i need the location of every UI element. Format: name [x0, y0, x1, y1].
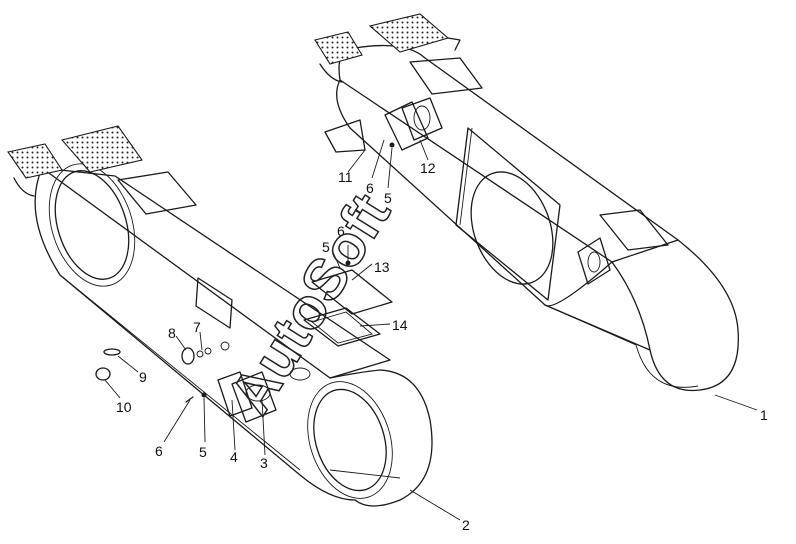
washer-icon [185, 396, 194, 403]
callout-5: 5 [384, 190, 392, 206]
bolt-icon [389, 142, 395, 148]
callout-6: 6 [155, 443, 163, 459]
washer-part-7b [204, 347, 212, 355]
callout-5: 5 [199, 444, 207, 460]
callout-1: 1 [760, 407, 768, 423]
washer-part-7 [196, 350, 204, 358]
bolt-icon [201, 392, 207, 398]
callout-13: 13 [374, 259, 390, 275]
callout-7: 7 [193, 319, 201, 335]
callout-labels: 1 2 3 4 5 5 5 6 6 6 7 8 9 10 11 12 13 14 [116, 160, 768, 533]
left-track-frame [34, 163, 433, 507]
callout-4: 4 [230, 449, 238, 465]
callout-6: 6 [366, 180, 374, 196]
nut-part-7 [220, 341, 230, 351]
gasket-part-4 [217, 371, 253, 417]
callout-14: 14 [392, 317, 408, 333]
callout-8: 8 [168, 325, 176, 341]
callout-2: 2 [462, 517, 470, 533]
leader-lines [104, 139, 758, 521]
plate-part-13 [311, 269, 393, 315]
callout-6: 6 [337, 223, 345, 239]
callout-11: 11 [338, 169, 353, 185]
right-track-tread [314, 13, 461, 83]
callout-9: 9 [139, 369, 147, 385]
ring-part-9 [103, 348, 121, 356]
left-track-tread [7, 125, 143, 197]
callout-5: 5 [322, 239, 330, 255]
cap-part-10 [95, 367, 111, 381]
watermark-text: AutoSoft [218, 183, 403, 425]
gasket-part-14 [303, 307, 381, 347]
right-track-frame [336, 44, 739, 392]
cover-part-3 [231, 371, 277, 423]
bolt-icon [345, 260, 351, 266]
cover-plate-part-12 [384, 97, 443, 151]
callout-3: 3 [260, 455, 268, 471]
callout-12: 12 [420, 160, 436, 176]
callout-10: 10 [116, 399, 132, 415]
plug-part-8 [181, 347, 195, 365]
